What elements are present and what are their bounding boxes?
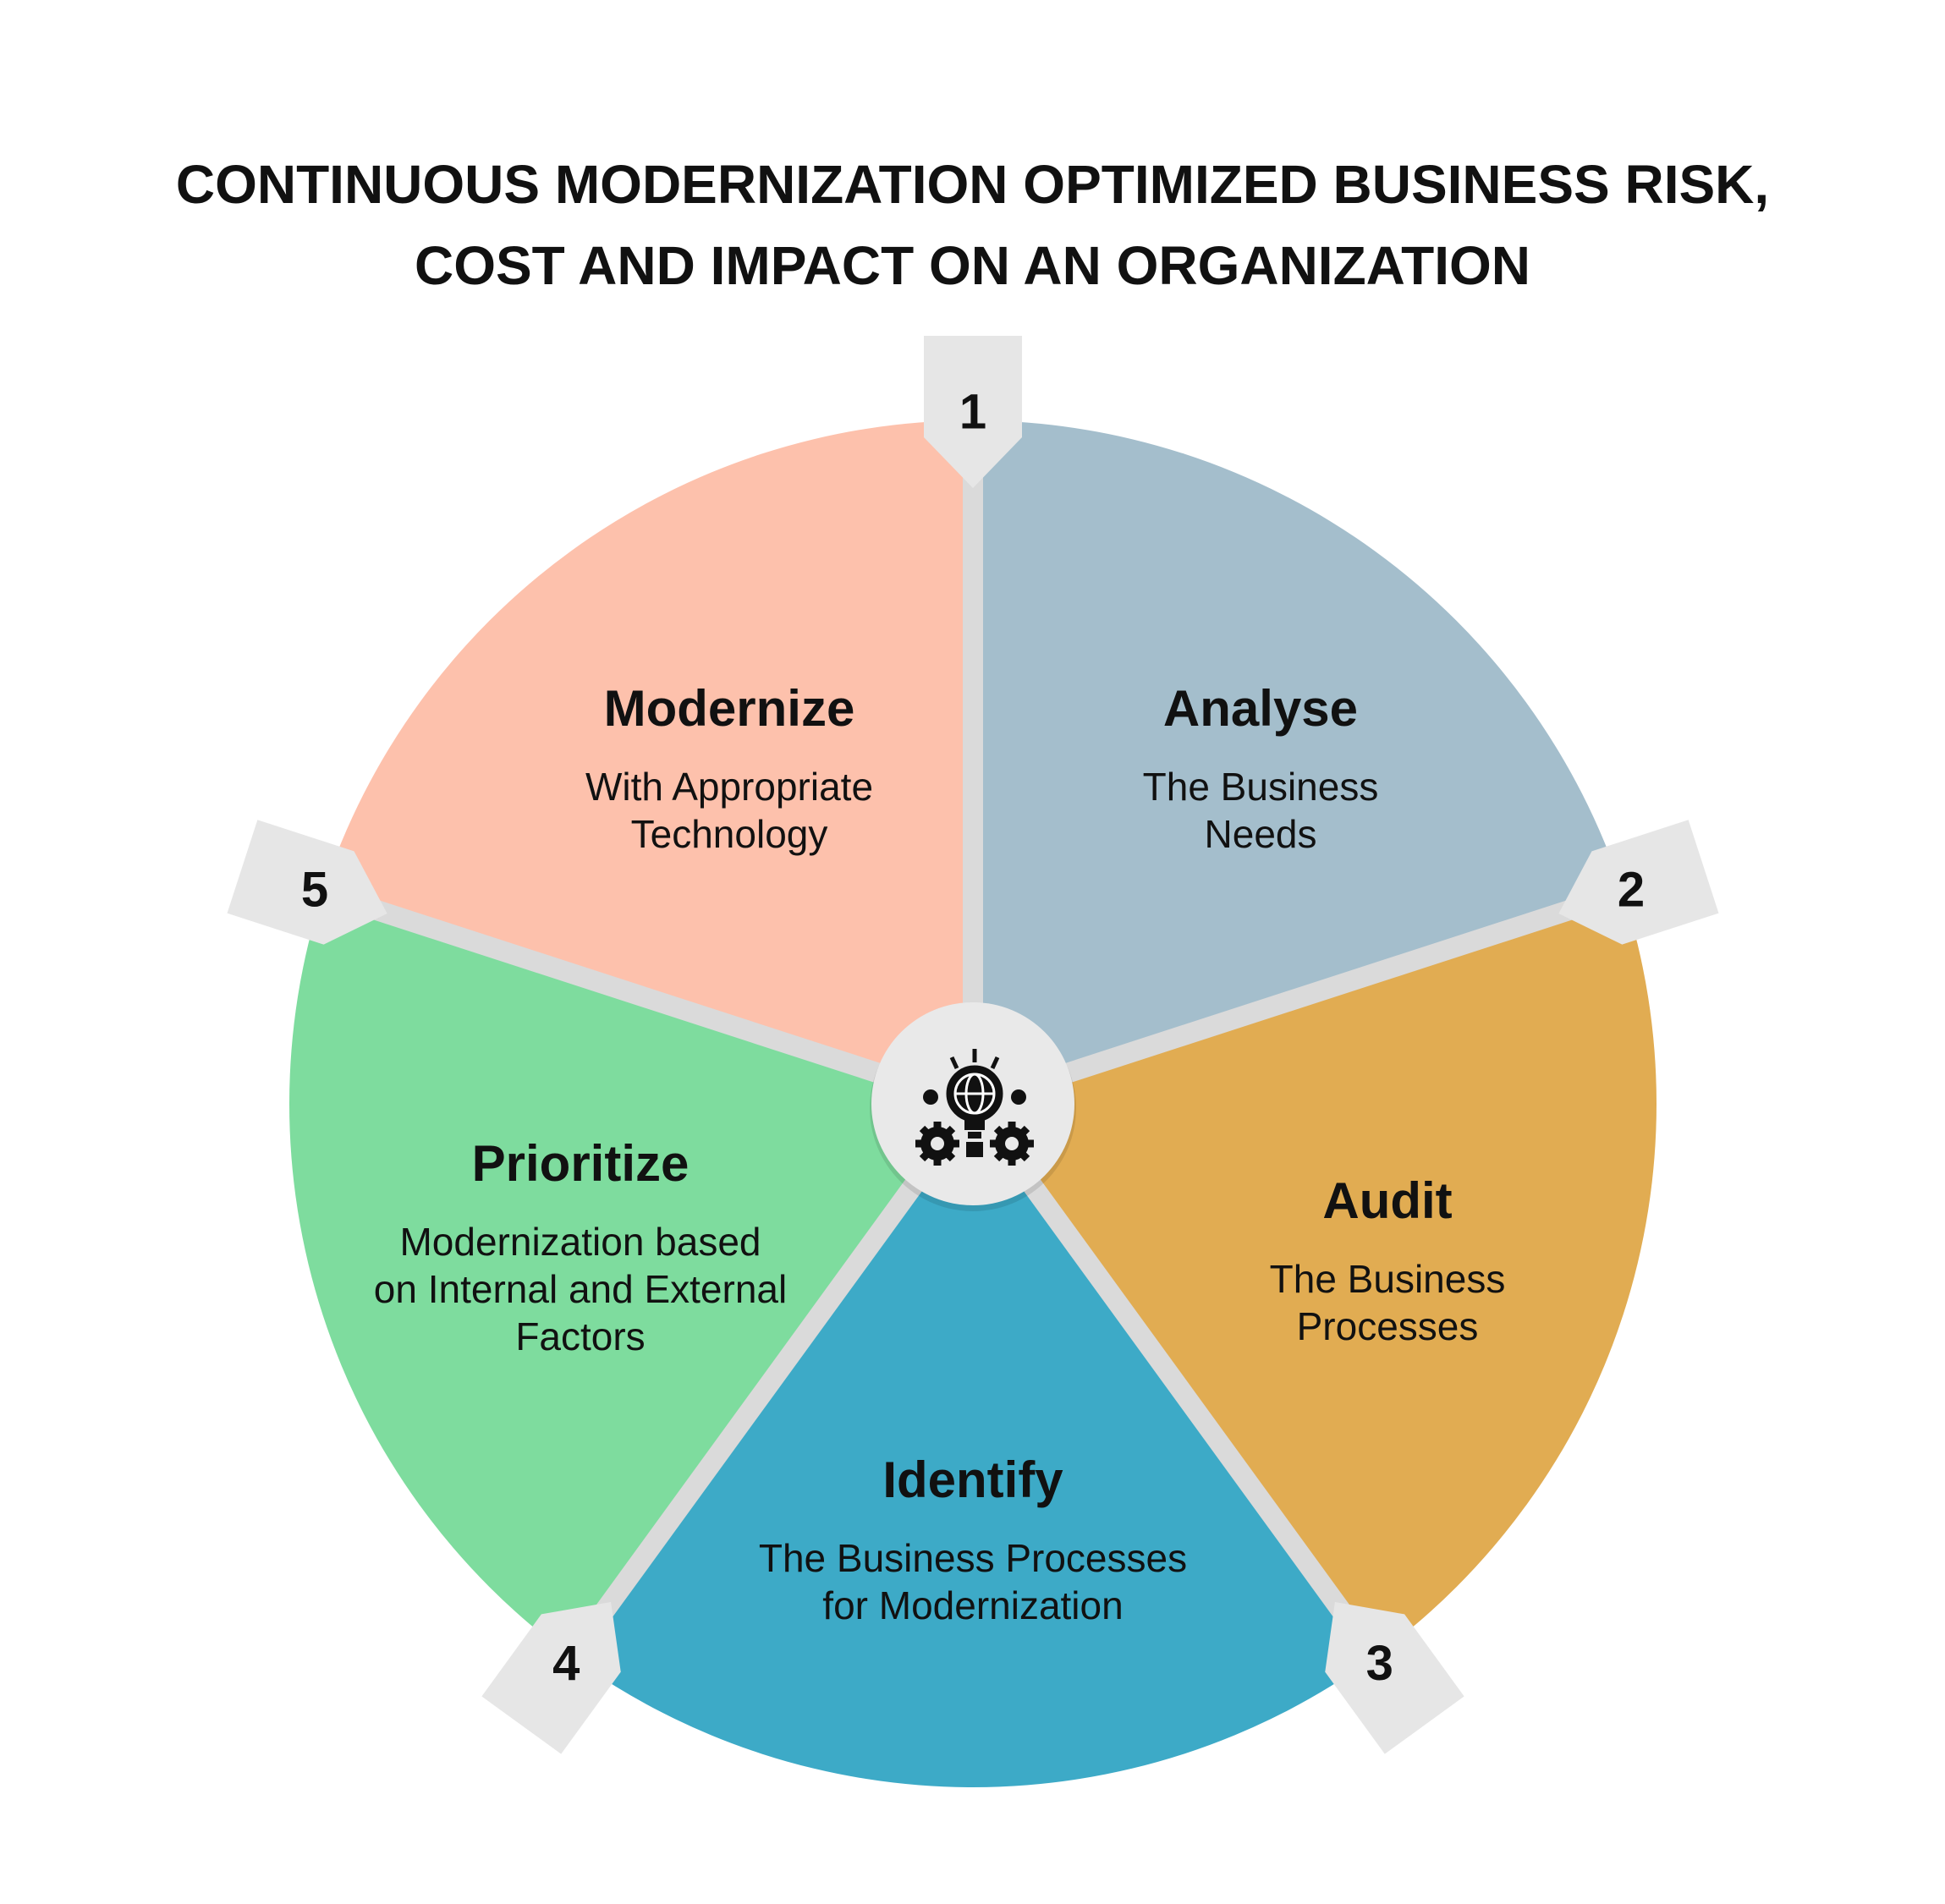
segment-analyse (973, 420, 1624, 1104)
segment-title-prioritize: Prioritize (472, 1135, 690, 1192)
divider-spoke (964, 1097, 1385, 1665)
step-badge-3: 3 (1325, 1601, 1464, 1754)
segment-audit (973, 892, 1657, 1657)
segment-title-modernize: Modernize (604, 680, 855, 737)
diagram-title: CONTINUOUS MODERNIZATION OPTIMIZED BUSIN… (0, 144, 1945, 306)
segment-desc-line: on Internal and External (374, 1267, 787, 1311)
title-line-1: CONTINUOUS MODERNIZATION OPTIMIZED BUSIN… (175, 154, 1770, 215)
segment-desc-line: Technology (631, 812, 828, 856)
segment-prioritize (288, 892, 974, 1657)
segment-desc-line: The Business (1270, 1257, 1506, 1301)
segment-desc-line: Modernization based (399, 1220, 761, 1264)
step-number-5: 5 (301, 863, 328, 918)
segment-title-analyse: Analyse (1163, 680, 1358, 737)
step-badge-5: 5 (227, 820, 387, 945)
segment-desc-line: With Appropriate (585, 765, 873, 809)
step-number-1: 1 (959, 384, 986, 439)
segment-desc-line: Processes (1297, 1304, 1479, 1348)
segment-title-audit: Audit (1322, 1172, 1452, 1229)
segment-desc-line: The Business (1143, 765, 1379, 809)
divider-spoke (316, 881, 976, 1114)
step-badge-1: 1 (924, 336, 1022, 488)
segment-modernize (322, 420, 973, 1104)
lightbulb-globe-gears-icon (915, 1049, 1034, 1166)
step-number-4: 4 (552, 1636, 580, 1691)
divider-spoke (970, 881, 1629, 1114)
step-badge-2: 2 (1558, 820, 1719, 945)
segment-desc-line: Needs (1205, 812, 1317, 856)
step-badge-4: 4 (481, 1601, 621, 1754)
center-hub (870, 1002, 1076, 1211)
divider-spoke (561, 1097, 981, 1665)
segment-title-identify: Identify (882, 1451, 1063, 1508)
segment-desc-line: Factors (515, 1314, 645, 1358)
step-number-3: 3 (1366, 1636, 1393, 1691)
segment-identify (571, 1104, 1375, 1788)
step-number-2: 2 (1618, 863, 1645, 918)
title-line-2: COST AND IMPACT ON AN ORGANIZATION (414, 235, 1531, 296)
segment-desc-line: for Modernization (822, 1583, 1123, 1627)
segment-desc-line: The Business Processes (759, 1536, 1187, 1580)
